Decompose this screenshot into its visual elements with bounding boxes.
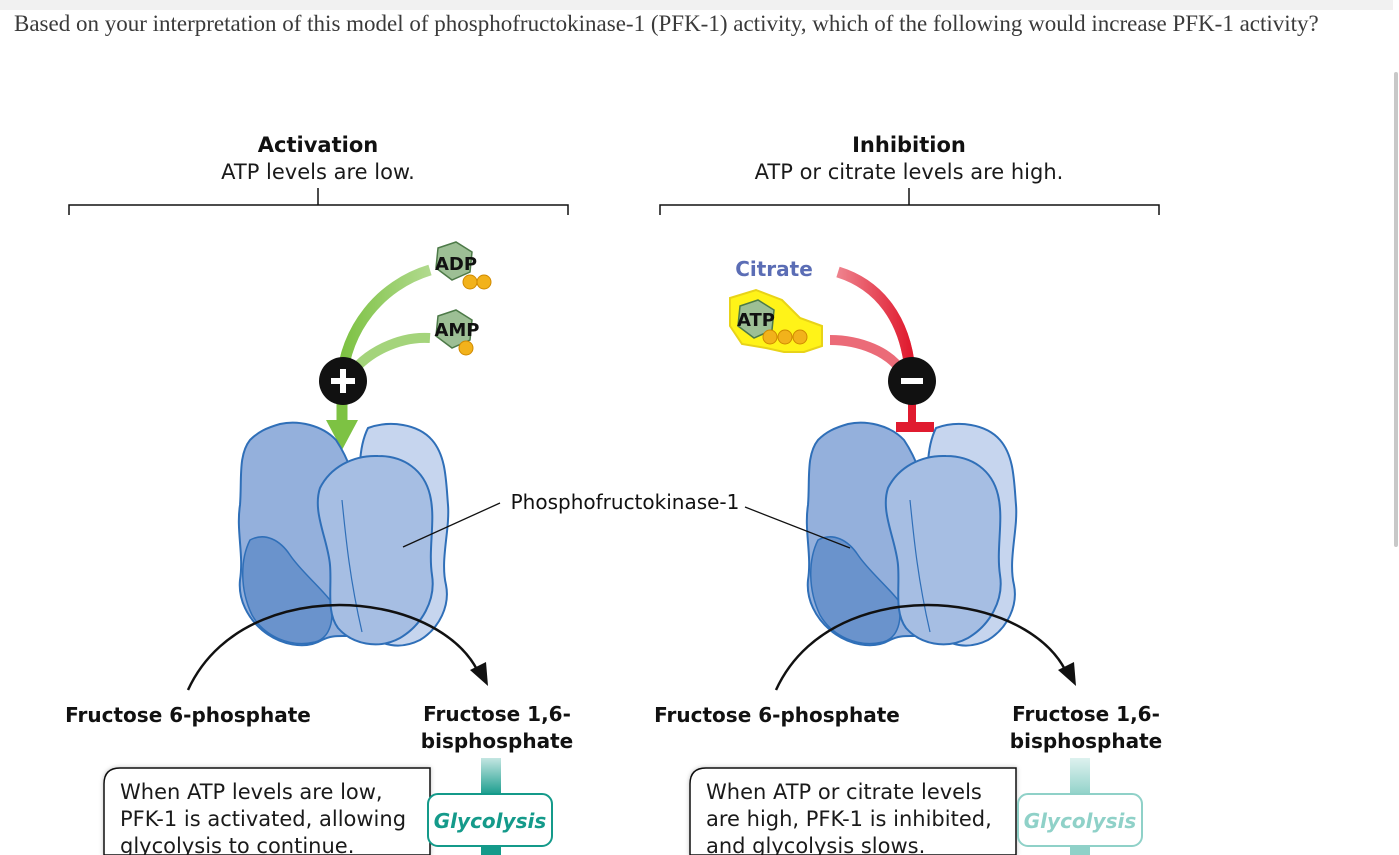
activation-glycolysis-label: Glycolysis bbox=[434, 809, 547, 833]
inhibition-bar bbox=[896, 422, 934, 432]
activation-note-line3: glycolysis to continue. bbox=[120, 834, 354, 855]
inhibition-substrate: Fructose 6-phosphate bbox=[654, 703, 900, 727]
activation-panel: Activation ATP levels are low. ADP AMP bbox=[65, 133, 573, 855]
enzyme-leader-left bbox=[402, 502, 501, 548]
question-text: Based on your interpretation of this mod… bbox=[14, 11, 1319, 36]
adp-label: ADP bbox=[435, 254, 477, 275]
page-scrollbar[interactable] bbox=[1393, 0, 1399, 855]
inhibition-panel: Inhibition ATP or citrate levels are hig… bbox=[654, 133, 1162, 855]
inhibition-subtitle: ATP or citrate levels are high. bbox=[755, 160, 1064, 184]
plus-icon bbox=[319, 357, 367, 405]
atp-label: ATP bbox=[737, 310, 775, 331]
activation-subtitle: ATP levels are low. bbox=[221, 160, 415, 184]
activation-title: Activation bbox=[258, 133, 378, 157]
enzyme-label: Phosphofructokinase-1 bbox=[511, 490, 740, 514]
atp-inhibition-arrow bbox=[829, 335, 907, 375]
inhibition-title: Inhibition bbox=[852, 133, 966, 157]
enzyme-leader-right bbox=[744, 506, 851, 549]
activation-product-line1: Fructose 1,6- bbox=[423, 702, 571, 726]
scrollbar-thumb[interactable] bbox=[1394, 72, 1398, 547]
inhibition-glycolysis-strip bbox=[1070, 758, 1090, 796]
citrate-label: Citrate bbox=[735, 257, 813, 281]
activation-glycolysis-strip bbox=[481, 758, 501, 796]
activation-bracket bbox=[68, 188, 569, 215]
inhibition-glycolysis-box bbox=[1017, 793, 1143, 847]
inhibition-note-line2: are high, PFK-1 is inhibited, bbox=[706, 807, 992, 831]
activation-arrowhead bbox=[326, 420, 358, 450]
amp-label: AMP bbox=[434, 320, 479, 341]
inhibition-note-box bbox=[689, 767, 1017, 855]
adp-molecule: ADP bbox=[435, 241, 492, 290]
inhibition-product-line2: bisphosphate bbox=[1010, 729, 1162, 753]
activation-glycolysis-box bbox=[427, 793, 553, 847]
inhibition-note-line1: When ATP or citrate levels bbox=[706, 780, 982, 804]
inhibition-product-line1: Fructose 1,6- bbox=[1012, 702, 1160, 726]
activation-note-line1: When ATP levels are low, bbox=[120, 780, 383, 804]
pfk1-active-protein bbox=[237, 421, 450, 647]
activation-substrate: Fructose 6-phosphate bbox=[65, 703, 311, 727]
inhibition-note-line3: and glycolysis slows. bbox=[706, 834, 925, 855]
activation-reaction-arc bbox=[186, 603, 482, 691]
activation-note-line2: PFK-1 is activated, allowing bbox=[120, 807, 406, 831]
inhibition-glycolysis-label: Glycolysis bbox=[1024, 809, 1137, 833]
inhibition-bracket bbox=[659, 188, 1160, 215]
activation-product-line2: bisphosphate bbox=[421, 729, 573, 753]
enzyme-label-group: Phosphofructokinase-1 bbox=[402, 490, 851, 549]
atp-molecule: ATP bbox=[729, 288, 823, 353]
activation-note-box bbox=[103, 767, 431, 855]
minus-icon bbox=[888, 357, 936, 405]
inhibition-reaction-arc bbox=[774, 603, 1070, 691]
top-bar bbox=[0, 0, 1399, 10]
amp-molecule: AMP bbox=[434, 309, 480, 356]
